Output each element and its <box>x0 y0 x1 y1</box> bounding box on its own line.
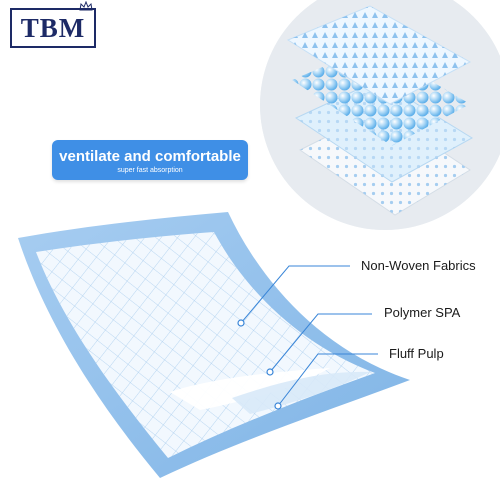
feature-banner: ventilate and comfortable super fast abs… <box>52 140 248 180</box>
label-non-woven-fabrics: Non-Woven Fabrics <box>361 258 476 273</box>
callout-lines <box>240 265 378 407</box>
label-polymer-spa: Polymer SPA <box>384 305 461 320</box>
brand-logo: TBM <box>10 1 96 48</box>
callout-dots <box>237 319 282 410</box>
layer-closeup-circle <box>260 0 500 230</box>
banner-title: ventilate and comfortable <box>59 148 241 165</box>
logo-text: TBM <box>20 12 86 43</box>
crown-icon <box>79 1 93 11</box>
pad-illustration <box>18 212 410 478</box>
banner-subtitle: super fast absorption <box>117 167 183 174</box>
label-fluff-pulp: Fluff Pulp <box>389 346 444 361</box>
